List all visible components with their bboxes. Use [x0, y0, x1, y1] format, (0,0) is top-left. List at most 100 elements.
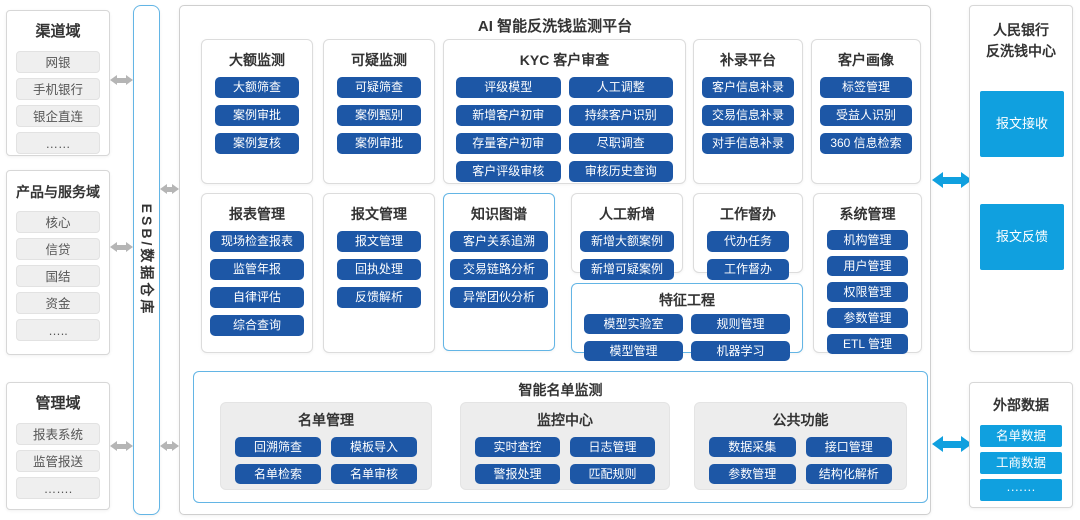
module-button: 360 信息检索	[820, 133, 912, 154]
section-title: 工作督办	[720, 206, 776, 222]
domain-item: 监管报送	[16, 450, 100, 472]
module-button: 审核历史查询	[568, 161, 673, 182]
domain-item-ellipsis: …….	[16, 477, 100, 499]
module-button: 数据采集	[709, 437, 796, 457]
message-tile: 报文接收	[980, 91, 1064, 157]
module-button: 名单审核	[331, 464, 417, 484]
panel-title: 外部数据	[993, 397, 1049, 413]
esb-data-warehouse-bar: ESB/数据仓库	[133, 5, 160, 515]
section-large-amount-monitoring: 大额监测 大额筛查 案例审批 案例复核	[201, 39, 313, 184]
data-flow-arrow	[160, 184, 179, 194]
section-title: 人工新增	[599, 206, 655, 222]
data-flow-arrow	[932, 172, 972, 188]
module-button: 实时查控	[475, 437, 560, 457]
module-button: 回执处理	[337, 259, 421, 280]
panel-title: 渠道域	[35, 23, 81, 40]
domain-item: 信贷	[16, 238, 100, 260]
module-button: 结构化解析	[805, 464, 892, 484]
section-title: 可疑监测	[351, 52, 407, 68]
module-button: 机器学习	[691, 341, 790, 361]
section-work-supervision: 工作督办 代办任务 工作督办	[693, 193, 803, 280]
module-button: 自律评估	[210, 287, 304, 308]
module-button: 报文管理	[337, 231, 421, 252]
message-tile: 报文反馈	[980, 204, 1064, 270]
group-monitoring-center: 监控中心 实时查控 日志管理 警报处理 匹配规则	[460, 402, 670, 490]
group-list-management: 名单管理 回溯筛查 模板导入 名单检索 名单审核	[220, 402, 432, 490]
module-button: 用户管理	[827, 256, 908, 276]
external-data-item: 工商数据	[980, 452, 1062, 474]
domain-item-ellipsis: …..	[16, 319, 100, 341]
section-report-management: 报表管理 现场检查报表 监管年报 自律评估 综合查询	[201, 193, 313, 353]
channel-domain-panel: 渠道域 网银 手机银行 银企直连 ……	[6, 10, 110, 156]
module-button: 匹配规则	[570, 464, 655, 484]
domain-item: 资金	[16, 292, 100, 314]
panel-title: 反洗钱中心	[986, 43, 1056, 59]
module-button: 模板导入	[331, 437, 417, 457]
module-button: 工作督办	[707, 259, 789, 280]
data-flow-arrow	[110, 441, 133, 451]
module-button: 接口管理	[805, 437, 892, 457]
module-button: 新增大额案例	[580, 231, 674, 252]
module-button: 现场检查报表	[210, 231, 304, 252]
module-button: 交易链路分析	[450, 259, 548, 280]
platform-title: AI 智能反洗钱监测平台	[477, 18, 633, 35]
external-data-item-ellipsis: ·······	[980, 479, 1062, 501]
module-button: 模型实验室	[584, 314, 683, 334]
module-button: 警报处理	[475, 464, 560, 484]
module-button: 案例审批	[337, 133, 421, 154]
data-flow-arrow	[932, 436, 972, 452]
product-service-domain-panel: 产品与服务域 核心 信贷 国结 资金 …..	[6, 170, 110, 355]
module-button: 反馈解析	[337, 287, 421, 308]
module-button: 新增客户初审	[456, 105, 561, 126]
smart-list-monitoring-panel: 智能名单监测 名单管理 回溯筛查 模板导入 名单检索 名单审核 监控中心 实时查…	[193, 371, 928, 503]
data-flow-arrow	[110, 75, 133, 85]
external-data-item: 名单数据	[980, 425, 1062, 447]
group-title: 公共功能	[772, 412, 829, 428]
section-suspicious-monitoring: 可疑监测 可疑筛查 案例甄别 案例审批	[323, 39, 435, 184]
group-title: 监控中心	[537, 412, 593, 428]
module-button: 尽职调查	[568, 133, 673, 154]
domain-item-ellipsis: ……	[16, 132, 100, 154]
module-button: 客户关系追溯	[450, 231, 548, 252]
section-message-management: 报文管理 报文管理 回执处理 反馈解析	[323, 193, 435, 353]
module-button: 名单检索	[235, 464, 321, 484]
pboc-aml-center-panel: 人民银行 反洗钱中心 报文接收 报文反馈	[969, 5, 1073, 352]
platform-panel: AI 智能反洗钱监测平台 大额监测 大额筛查 案例审批 案例复核 可疑监测 可疑…	[179, 5, 931, 515]
module-button: 参数管理	[709, 464, 796, 484]
module-button: ETL 管理	[827, 334, 908, 354]
module-button: 权限管理	[827, 282, 908, 302]
module-button: 新增可疑案例	[580, 259, 674, 280]
section-customer-profile: 客户画像 标签管理 受益人识别 360 信息检索	[811, 39, 921, 184]
module-button: 监管年报	[210, 259, 304, 280]
domain-item: 手机银行	[16, 78, 100, 100]
module-button: 客户信息补录	[702, 77, 794, 98]
group-title: 名单管理	[298, 412, 354, 428]
module-button: 规则管理	[691, 314, 790, 334]
module-button: 受益人识别	[820, 105, 912, 126]
module-button: 大额筛查	[215, 77, 299, 98]
section-title: 大额监测	[229, 52, 285, 68]
module-button: 机构管理	[827, 230, 908, 250]
module-button: 人工调整	[568, 77, 673, 98]
section-title: 客户画像	[838, 52, 894, 68]
data-flow-arrow	[110, 242, 133, 252]
module-button: 可疑筛查	[337, 77, 421, 98]
section-title: 特征工程	[659, 292, 715, 308]
management-domain-panel: 管理域 报表系统 监管报送 …….	[6, 382, 110, 510]
module-button: 代办任务	[707, 231, 789, 252]
domain-item: 银企直连	[16, 105, 100, 127]
module-button: 标签管理	[820, 77, 912, 98]
section-knowledge-graph: 知识图谱 客户关系追溯 交易链路分析 异常团伙分析	[443, 193, 555, 351]
module-button: 客户评级审核	[456, 161, 561, 182]
domain-item: 国结	[16, 265, 100, 287]
domain-item: 报表系统	[16, 423, 100, 445]
module-button: 评级模型	[456, 77, 561, 98]
section-supplement-platform: 补录平台 客户信息补录 交易信息补录 对手信息补录	[693, 39, 803, 184]
section-title: KYC 客户审查	[519, 52, 610, 68]
panel-title: 人民银行	[993, 22, 1049, 38]
module-button: 综合查询	[210, 315, 304, 336]
esb-label: ESB/数据仓库	[138, 203, 155, 317]
section-title: 报表管理	[229, 206, 285, 222]
module-button: 交易信息补录	[702, 105, 794, 126]
domain-item: 网银	[16, 51, 100, 73]
